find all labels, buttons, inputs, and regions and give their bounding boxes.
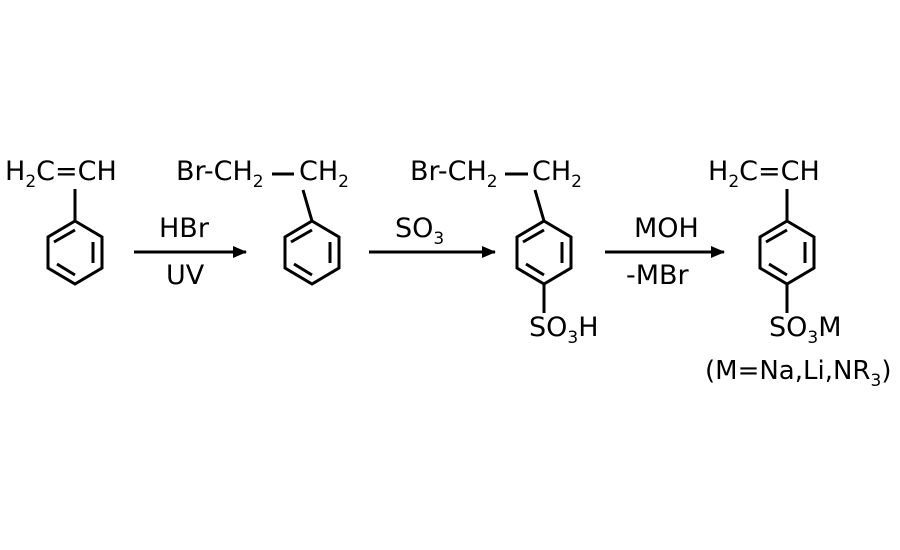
label-part: C=CH bbox=[739, 156, 820, 187]
so3h-label: SO3H bbox=[529, 312, 599, 349]
label-part: Br-CH bbox=[176, 156, 253, 187]
ring-inner-bonds bbox=[765, 228, 807, 277]
reagent-text: HBr bbox=[159, 213, 209, 244]
subscript: 3 bbox=[567, 328, 579, 348]
label-part: CH bbox=[532, 156, 572, 187]
subscript: 2 bbox=[25, 172, 37, 192]
label-part: SO bbox=[769, 312, 808, 343]
styrene-vinyl-label: H2C=CH bbox=[5, 156, 117, 193]
bromoethylbenzene-structure bbox=[272, 172, 341, 286]
condition-uv: UV bbox=[166, 261, 204, 291]
subscript: 3 bbox=[433, 229, 445, 249]
condition-text: UV bbox=[166, 260, 205, 291]
ring-inner-bonds bbox=[53, 228, 95, 277]
label-part: SO bbox=[529, 312, 568, 343]
ring-inner-bonds bbox=[522, 228, 564, 277]
subscript: 2 bbox=[486, 172, 498, 192]
subscript: 2 bbox=[338, 172, 349, 192]
label-part: (M=Na,Li,NR bbox=[705, 356, 871, 386]
styrene-structure bbox=[46, 189, 104, 286]
ring-to-ch2-bond bbox=[301, 189, 314, 222]
label-part: C=CH bbox=[36, 156, 117, 187]
ring-to-ch2-bond bbox=[533, 189, 546, 222]
label-part: CH bbox=[299, 156, 339, 187]
label-part: ) bbox=[881, 356, 892, 386]
ch2-label: CH2 bbox=[532, 156, 582, 193]
styrenesulfonate-vinyl-label: H2C=CH bbox=[708, 156, 820, 193]
bromoethyl-label: Br-CH2 bbox=[410, 156, 498, 193]
benzene-ring bbox=[283, 219, 341, 286]
reagent-text: SO bbox=[395, 213, 434, 244]
counterion-note: (M=Na,Li,NR3) bbox=[705, 356, 892, 391]
styrenesulfonate-structure bbox=[758, 189, 816, 313]
label-part: H bbox=[5, 156, 26, 187]
ring-inner-bonds bbox=[290, 228, 332, 277]
subscript: 2 bbox=[728, 172, 740, 192]
byproduct-mbr: -MBr bbox=[626, 261, 689, 291]
byproduct-text: -MBr bbox=[626, 260, 689, 291]
benzene-ring bbox=[46, 219, 104, 286]
subscript: 3 bbox=[870, 371, 882, 391]
bromoethyl-label: Br-CH2 bbox=[176, 156, 264, 193]
so3m-label: SO3M bbox=[769, 312, 842, 349]
reagent-so3: SO3 bbox=[395, 213, 445, 250]
ch2-label: CH2 bbox=[299, 156, 349, 193]
label-part: H bbox=[708, 156, 729, 187]
bromoethylbenzenesulfonic-acid-structure bbox=[505, 172, 573, 313]
reagent-hbr: HBr bbox=[159, 214, 209, 244]
label-part: H bbox=[578, 312, 599, 343]
reagent-moh: MOH bbox=[634, 214, 699, 244]
reagent-text: MOH bbox=[634, 213, 699, 244]
label-part: M bbox=[818, 312, 842, 343]
subscript: 2 bbox=[252, 172, 264, 192]
subscript: 3 bbox=[807, 328, 819, 348]
subscript: 2 bbox=[571, 172, 582, 192]
label-part: Br-CH bbox=[410, 156, 487, 187]
